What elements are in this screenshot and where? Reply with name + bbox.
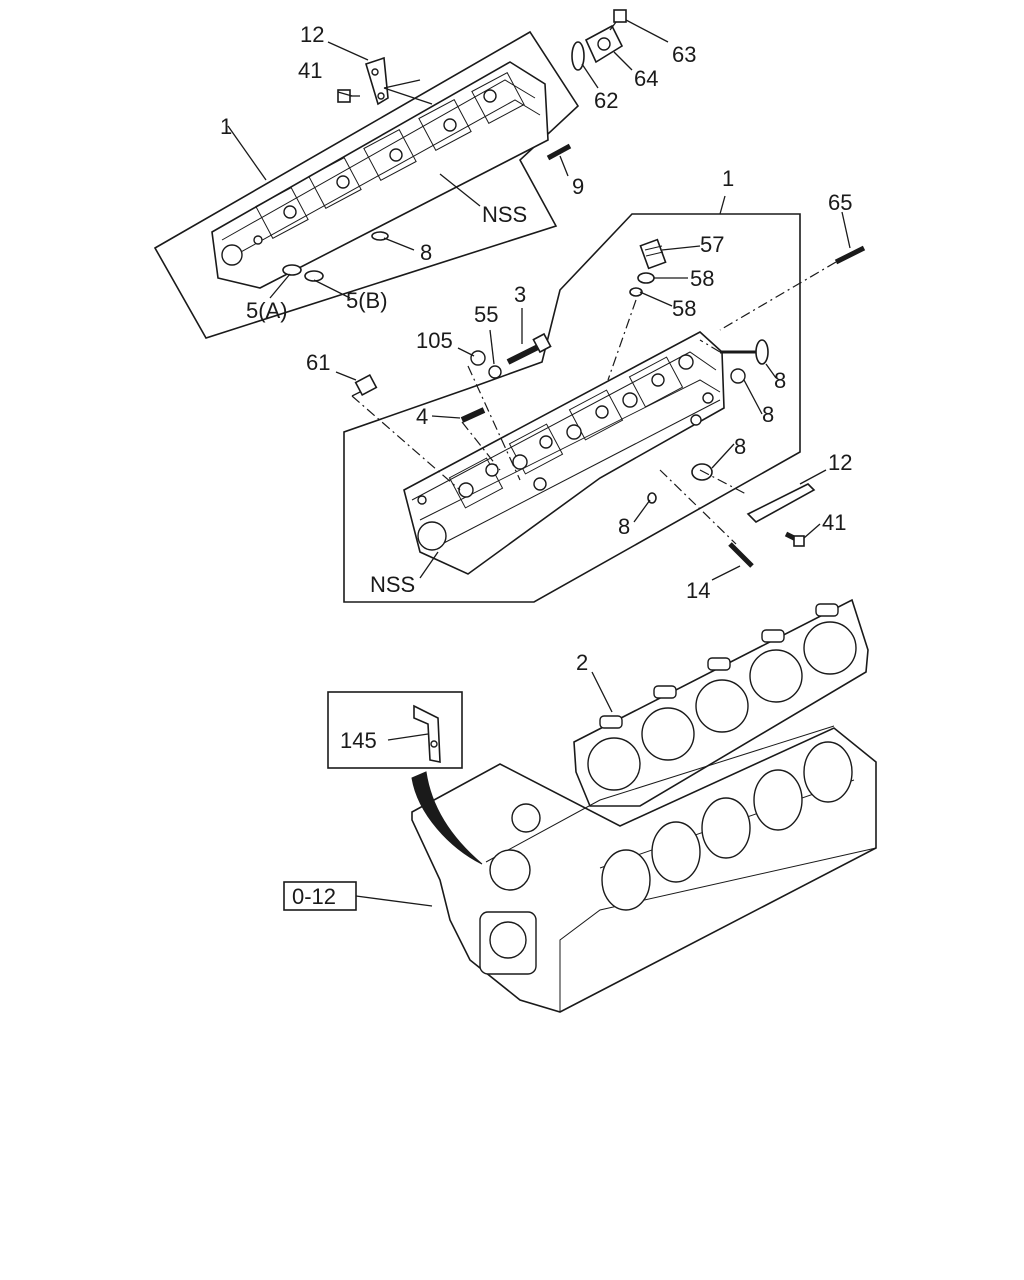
assembly-dash-lines [351, 261, 837, 545]
ring-58b [629, 287, 643, 297]
label-8-seal-b: 8 [762, 402, 774, 427]
label-1-lower: 1 [722, 166, 734, 191]
label-2: 2 [576, 650, 588, 675]
head-gasket [573, 598, 869, 807]
cover-64 [584, 24, 624, 64]
label-8-seal-c: 8 [734, 434, 746, 459]
label-57: 57 [700, 232, 724, 257]
dowel-4 [460, 407, 486, 423]
lower-assembly-frame [343, 213, 801, 603]
label-105: 105 [416, 328, 453, 353]
bolt-63 [609, 9, 627, 31]
label-5b: 5(B) [346, 288, 388, 313]
inset-box-145 [327, 691, 463, 769]
bolt-3 [506, 332, 552, 365]
washer-55 [488, 365, 502, 379]
sensor-61 [351, 373, 378, 397]
gasket-62 [571, 41, 585, 71]
seal-8-c [691, 463, 713, 481]
stud-14 [728, 542, 754, 568]
bracket-12-upper [365, 56, 389, 106]
label-14: 14 [686, 578, 710, 603]
label-5a: 5(A) [246, 298, 288, 323]
spring-57 [639, 238, 667, 270]
bolt-41-lower [784, 531, 805, 547]
seal-8-b [730, 368, 746, 384]
label-58-a: 58 [690, 266, 714, 291]
label-41-lower: 41 [822, 510, 846, 535]
label-63: 63 [672, 42, 696, 67]
label-145: 145 [340, 728, 377, 753]
label-55: 55 [474, 302, 498, 327]
callout-labels: 12 41 63 64 62 1 9 NSS 8 5(A) 5(B) 1 65 … [220, 22, 852, 909]
label-8-valve: 8 [774, 368, 786, 393]
label-65: 65 [828, 190, 852, 215]
stud-65 [834, 245, 866, 265]
label-9: 9 [572, 174, 584, 199]
label-4: 4 [416, 404, 428, 429]
label-62: 62 [594, 88, 618, 113]
plug-5a [282, 264, 302, 276]
lower-leader-lines [335, 195, 851, 581]
inset-pointer-arrow [411, 771, 483, 865]
label-12-upper: 12 [300, 22, 324, 47]
bracket-12-lower [746, 483, 816, 523]
upper-leader-lines [227, 19, 669, 299]
label-64: 64 [634, 66, 658, 91]
label-41-upper: 41 [298, 58, 322, 83]
label-reference-0-12: 0-12 [292, 884, 336, 909]
label-1-upper: 1 [220, 114, 232, 139]
label-8-upper: 8 [420, 240, 432, 265]
label-nss-lower: NSS [370, 572, 415, 597]
label-nss-upper: NSS [482, 202, 527, 227]
engine-block [411, 725, 877, 1013]
nut-105 [470, 350, 486, 366]
bolt-41-upper [337, 89, 360, 103]
lower-cylinder-head [403, 331, 725, 575]
plug-5b [304, 270, 324, 282]
stud-9 [546, 143, 572, 161]
label-8-plug-e: 8 [618, 514, 630, 539]
upper-cylinder-head [211, 61, 549, 289]
label-58-b: 58 [672, 296, 696, 321]
ring-58a [637, 272, 655, 284]
reference-leader [355, 895, 433, 907]
label-3: 3 [514, 282, 526, 307]
gasket-leader [591, 671, 613, 713]
label-12-lower: 12 [828, 450, 852, 475]
label-61: 61 [306, 350, 330, 375]
upper-assembly-frame [153, 30, 580, 339]
valve-8 [720, 339, 769, 365]
